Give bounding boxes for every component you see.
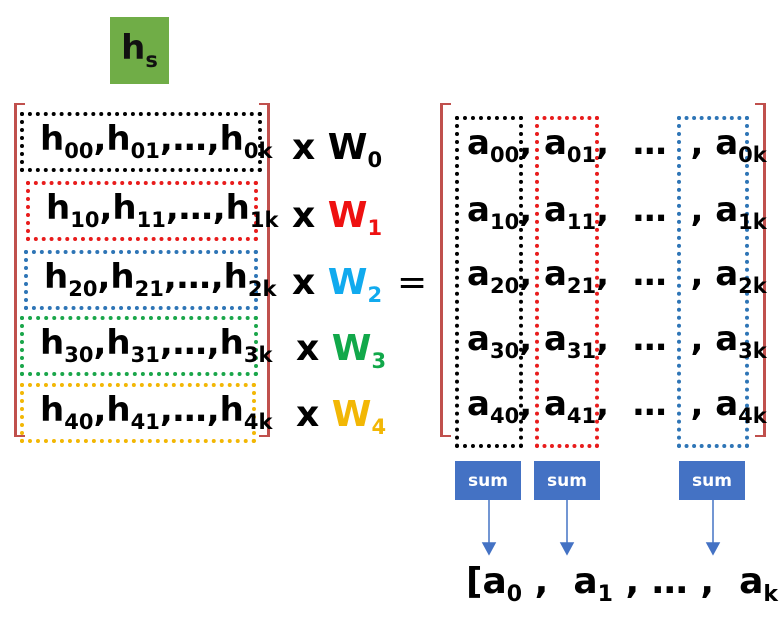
column-box-1 <box>535 116 599 448</box>
column-box-0 <box>455 116 523 448</box>
weight-label-4: x W4 <box>296 394 387 440</box>
right-matrix-bracket-open <box>440 103 451 437</box>
hs-label-box: hs <box>110 17 169 84</box>
h-row-2: h20,h21,…,h2k <box>44 257 277 301</box>
h-row-3: h30,h31,…,h3k <box>40 323 273 367</box>
equals-sign: = <box>397 262 428 303</box>
h-row-box-0 <box>20 112 262 172</box>
arrow-head-0 <box>481 542 497 556</box>
sum-box-0: sum <box>455 461 521 500</box>
arrow-head-k <box>705 542 721 556</box>
a-row-0: a00, a01, … , a0k <box>467 123 767 167</box>
a-row-1: a10, a11, … , a1k <box>467 190 767 234</box>
hs-label: hs <box>121 27 158 72</box>
a-row-2: a20, a21, … , a2k <box>467 254 767 298</box>
h-row-box-3 <box>20 316 258 376</box>
result-vector: [a0 , a1 , … , ak] <box>466 561 779 608</box>
h-row-0: h00,h01,…,h0k <box>40 119 273 163</box>
h-row-box-2 <box>24 250 258 310</box>
left-matrix-bracket-open <box>14 103 25 437</box>
weight-label-2: x W2 <box>292 262 383 308</box>
weight-label-3: x W3 <box>296 328 387 374</box>
h-row-box-4 <box>20 383 256 443</box>
right-matrix-bracket-close <box>755 103 766 437</box>
sum-box-k: sum <box>679 461 745 500</box>
weight-label-0: x W0 <box>292 127 383 173</box>
column-box-k <box>677 116 749 448</box>
left-matrix-bracket-close <box>259 103 270 437</box>
h-row-4: h40,h41,…,h4k <box>40 390 273 434</box>
arrow-head-1 <box>559 542 575 556</box>
sum-box-1: sum <box>534 461 600 500</box>
a-row-3: a30, a31, … , a3k <box>467 319 767 363</box>
weight-label-1: x W1 <box>292 195 383 241</box>
h-row-1: h10,h11,…,h1k <box>46 188 279 232</box>
a-row-4: a40, a41, … , a4k <box>467 384 767 428</box>
h-row-box-1 <box>26 181 258 241</box>
